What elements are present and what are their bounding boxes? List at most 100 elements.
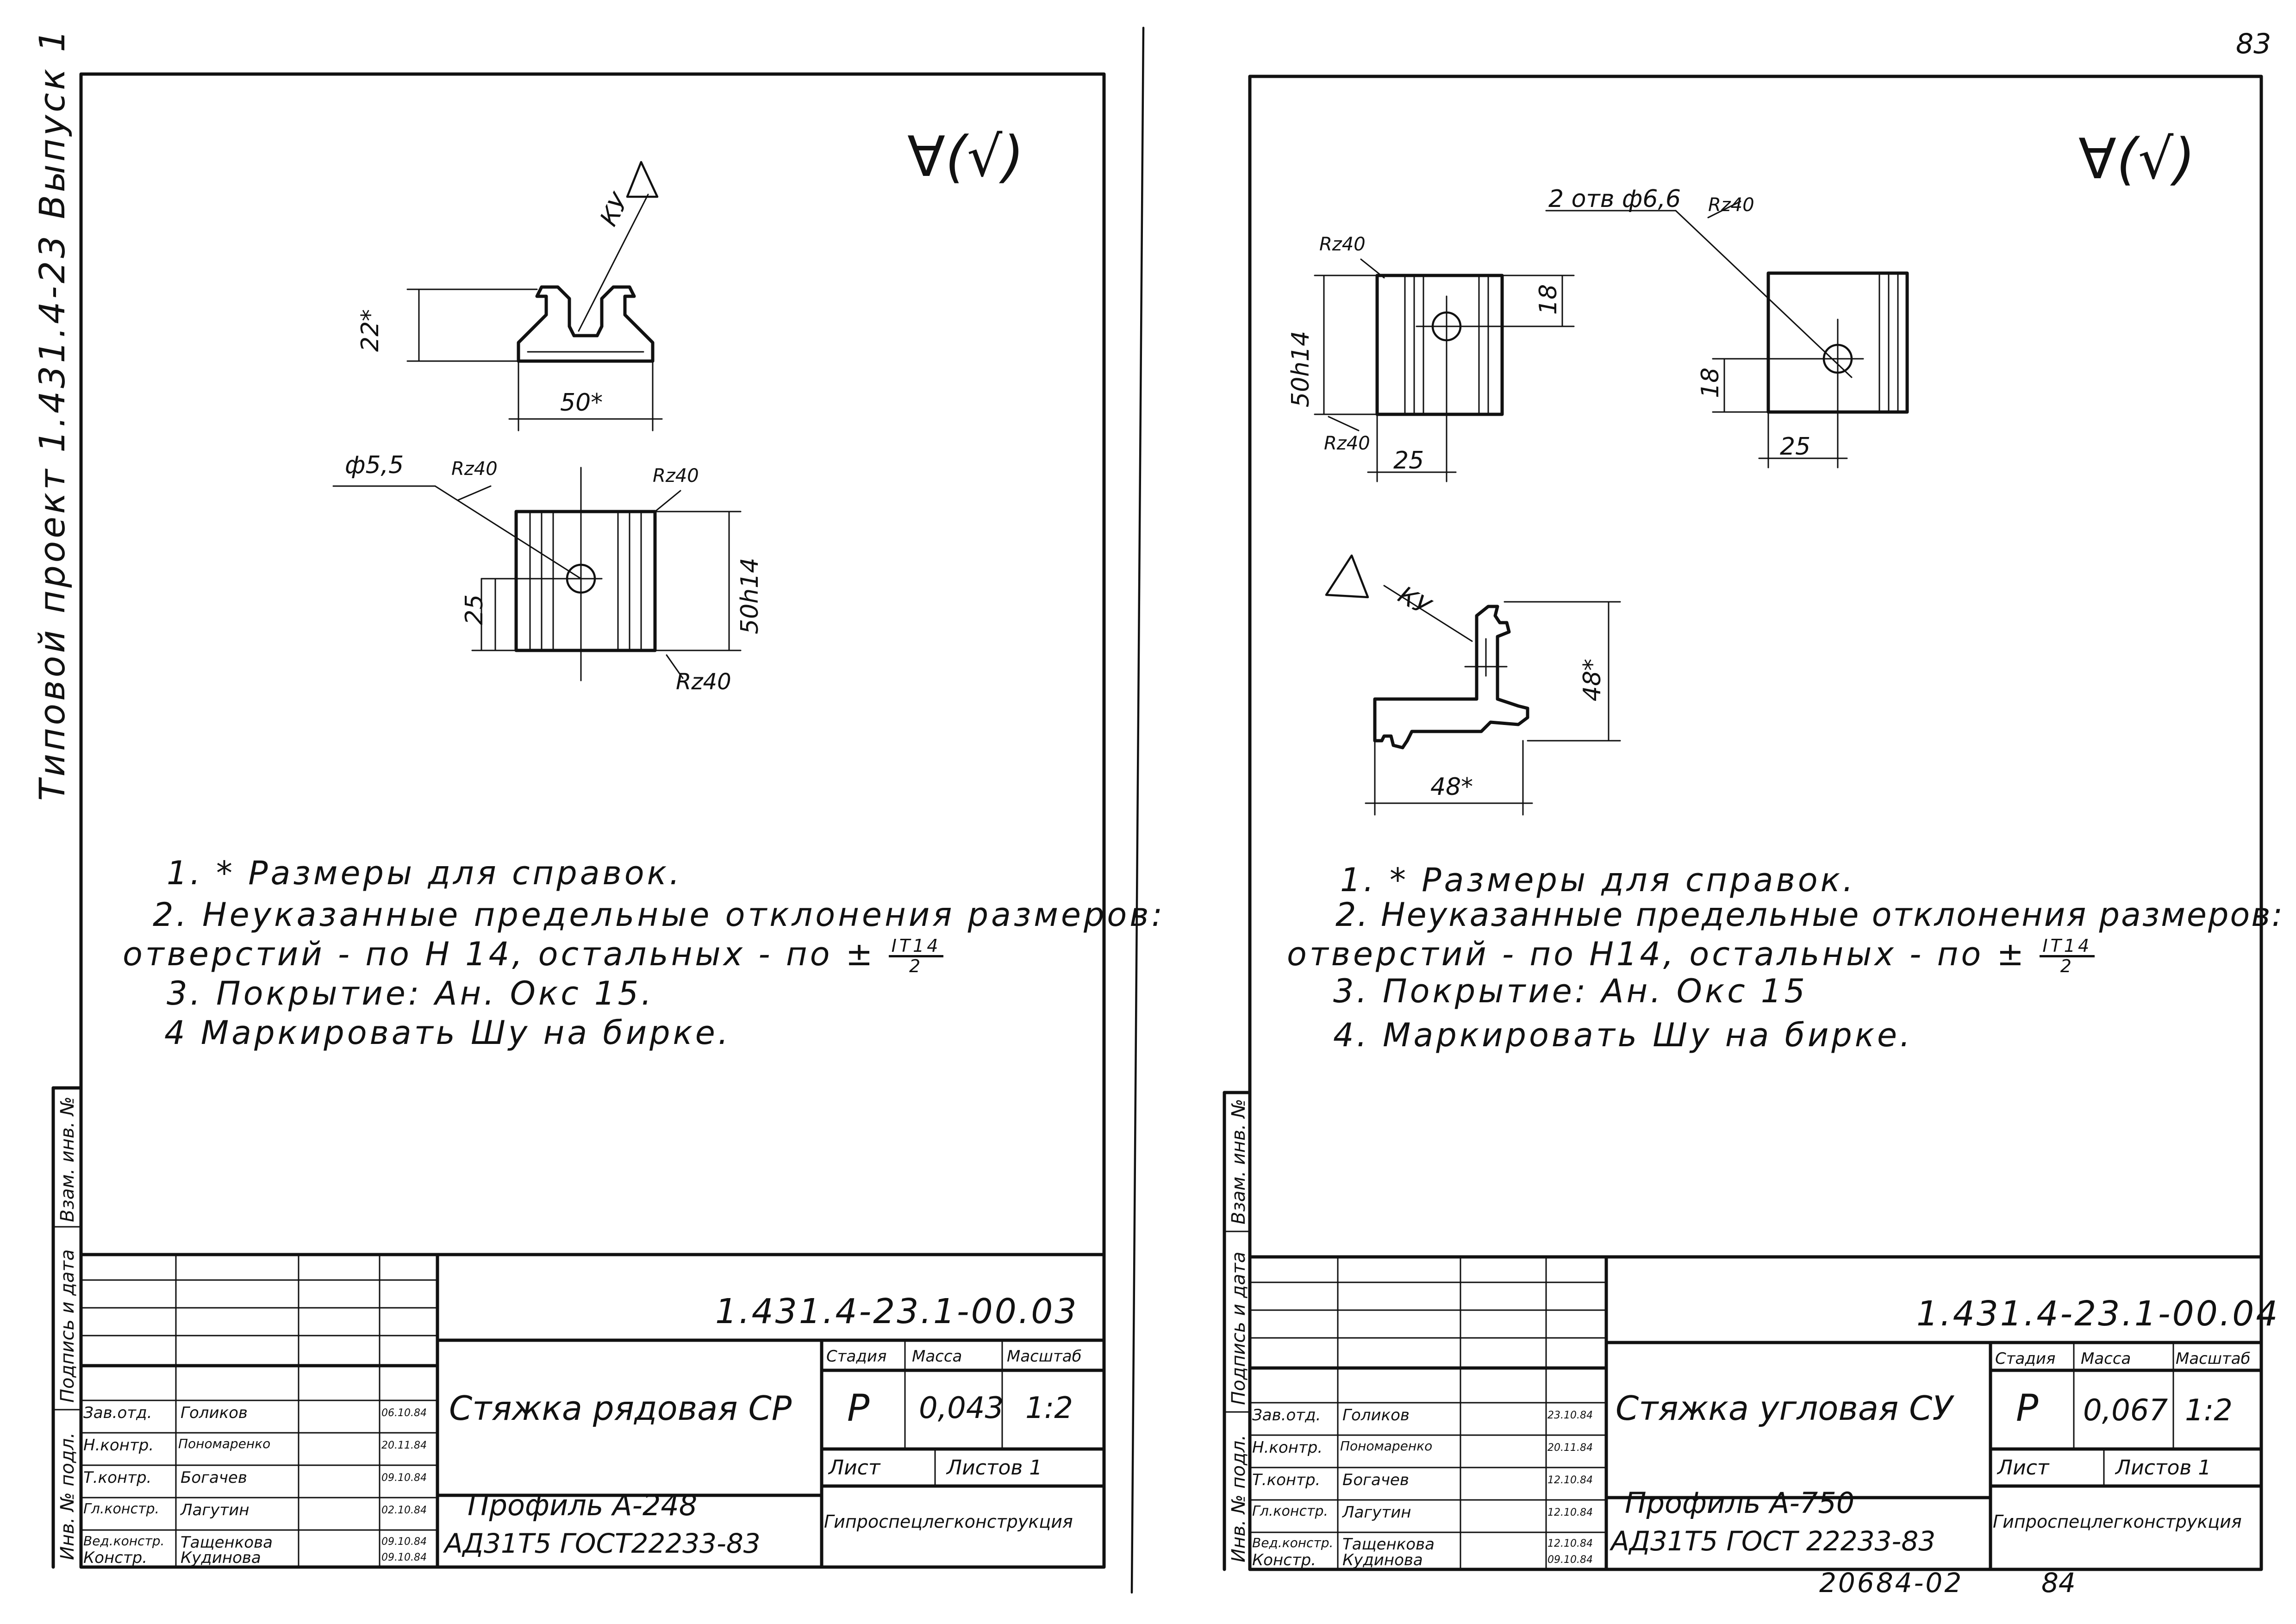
stamp-signature-label: Подпись и дата bbox=[1228, 1251, 1249, 1405]
sheet2-angle-profile bbox=[1325, 554, 1621, 816]
header-sheet: Лист bbox=[1997, 1456, 2049, 1480]
sheet2-title-block-grid bbox=[1248, 1255, 2263, 1571]
staff-name: Лагутин bbox=[1342, 1503, 1411, 1522]
page-number: 83 bbox=[2236, 28, 2271, 60]
dim-width: 50h14 bbox=[736, 557, 764, 634]
note-1: 1. * Размеры для справок. bbox=[1340, 861, 1856, 899]
mass-value: 0,067 bbox=[2083, 1393, 2168, 1428]
stamp-replacement-label: Взам. инв. № bbox=[1228, 1099, 1249, 1224]
rz-top: Rz40 bbox=[653, 465, 699, 487]
rz-hole: Rz40 bbox=[451, 458, 498, 480]
dim-width-ref: 50* bbox=[560, 389, 603, 417]
dim-hole-pos-left: 18 bbox=[1535, 284, 1562, 315]
staff-name: Кудинова bbox=[181, 1549, 261, 1567]
note-3: 3. Покрытие: Ан. Окс 15 bbox=[1333, 972, 1808, 1010]
staff-date: 20.11.84 bbox=[381, 1440, 427, 1451]
part-name: Стяжка рядовая СР bbox=[449, 1389, 792, 1428]
sheet1-plan-view bbox=[332, 467, 742, 681]
staff-role: Зав.отд. bbox=[1252, 1406, 1321, 1424]
staff-role: Н.контр. bbox=[1252, 1438, 1323, 1457]
roughness-mark: ∀(√) bbox=[2078, 127, 2196, 192]
staff-role: Гл.констр. bbox=[83, 1501, 160, 1517]
note-3: 3. Покрытие: Ан. Окс 15. bbox=[167, 974, 655, 1012]
staff-role: Гл.констр. bbox=[1252, 1503, 1329, 1519]
note-1: 1. * Размеры для справок. bbox=[167, 854, 683, 892]
dim-hole: ф5,5 bbox=[345, 451, 404, 479]
material-profile: Профиль А-750 bbox=[1625, 1486, 1855, 1520]
sheet2-right-plan-view bbox=[1545, 200, 1909, 468]
staff-role: Констр. bbox=[1252, 1551, 1316, 1569]
staff-name: Богачев bbox=[181, 1468, 247, 1487]
rz-bottom: Rz40 bbox=[1324, 433, 1370, 454]
designation: 1.431.4-23.1-00.03 bbox=[715, 1292, 1079, 1331]
staff-date: 02.10.84 bbox=[381, 1505, 427, 1516]
sheet1-title-block-grid bbox=[79, 1253, 1106, 1569]
stage-value: Р bbox=[2016, 1387, 2039, 1430]
staff-name: Тащенкова bbox=[181, 1533, 273, 1552]
material-spec: АД31Т5 ГОСТ 22233-83 bbox=[1611, 1525, 1936, 1557]
header-mass: Масса bbox=[2081, 1349, 2131, 1368]
staff-role: Т.контр. bbox=[1252, 1471, 1321, 1489]
staff-date: 23.10.84 bbox=[1547, 1410, 1593, 1421]
rz-bottom: Rz40 bbox=[676, 669, 731, 695]
staff-date: 06.10.84 bbox=[381, 1407, 427, 1419]
sheet-divider-line bbox=[1130, 26, 1145, 1594]
header-mass: Масса bbox=[912, 1347, 962, 1366]
note-2-continued: отверстий - по Н14, остальных - по ± IT1… bbox=[1287, 935, 2095, 976]
staff-date: 12.10.84 bbox=[1547, 1507, 1593, 1518]
note-2: 2. Неуказанные предельные отклонения раз… bbox=[153, 896, 1166, 934]
note-4: 4. Маркировать Шу на бирке. bbox=[1333, 1016, 1913, 1054]
staff-role: Т.контр. bbox=[83, 1468, 152, 1487]
staff-name: Кудинова bbox=[1342, 1551, 1423, 1569]
staff-name: Тащенкова bbox=[1342, 1535, 1435, 1554]
staff-date: 09.10.84 bbox=[381, 1536, 427, 1548]
staff-name: Голиков bbox=[1342, 1406, 1410, 1424]
material-profile: Профиль А-248 bbox=[468, 1488, 698, 1522]
stamp-inventory-label: Инв. № подл. bbox=[1228, 1435, 1249, 1562]
rz-top: Rz40 bbox=[1319, 234, 1366, 255]
sheet2-frame bbox=[1248, 75, 2263, 1571]
staff-date: 12.10.84 bbox=[1547, 1538, 1593, 1549]
rz-holes: Rz40 bbox=[1708, 194, 1754, 216]
dim-height-ref: 22* bbox=[356, 309, 384, 352]
header-sheets: Листов 1 bbox=[947, 1456, 1042, 1480]
staff-name: Лагутин bbox=[181, 1501, 250, 1519]
stamp-signature-label: Подпись и дата bbox=[57, 1249, 78, 1403]
staff-role: Н.контр. bbox=[83, 1436, 154, 1455]
staff-role: Вед.констр. bbox=[1252, 1535, 1334, 1550]
header-scale: Масштаб bbox=[1007, 1347, 1082, 1366]
staff-role: Констр. bbox=[83, 1549, 148, 1567]
header-sheet: Лист bbox=[829, 1456, 880, 1480]
sheet1-frame bbox=[79, 72, 1106, 1569]
header-sheets: Листов 1 bbox=[2115, 1456, 2211, 1480]
scale-value: 1:2 bbox=[1025, 1391, 1073, 1425]
organization: Гипроспецлегконструкция bbox=[824, 1512, 1073, 1532]
stage-value: Р bbox=[847, 1387, 870, 1430]
dim-width-ref: 48* bbox=[1430, 773, 1473, 801]
organization: Гипроспецлегконструкция bbox=[1993, 1512, 2242, 1532]
dim-offset: 25 bbox=[461, 594, 488, 625]
dim-offset-right: 25 bbox=[1780, 433, 1811, 461]
staff-date: 09.10.84 bbox=[381, 1472, 427, 1484]
stamp-replacement-label: Взам. инв. № bbox=[57, 1096, 78, 1222]
note-2-continued: отверстий - по Н 14, остальных - по ± IT… bbox=[123, 935, 944, 976]
staff-name: Голиков bbox=[181, 1404, 248, 1422]
material-spec: АД31Т5 ГОСТ22233-83 bbox=[444, 1528, 761, 1559]
archive-number: 20684-02 bbox=[1819, 1567, 1964, 1599]
header-stage: Стадия bbox=[1995, 1349, 2056, 1368]
stamp-inventory-label: Инв. № подл. bbox=[57, 1432, 78, 1560]
mass-value: 0,043 bbox=[919, 1391, 1004, 1425]
staff-name: Пономаренко bbox=[1340, 1438, 1433, 1454]
staff-role: Зав.отд. bbox=[83, 1404, 152, 1422]
designation: 1.431.4-23.1-00.04 bbox=[1916, 1294, 2280, 1334]
sheet2-left-plan-view bbox=[1314, 258, 1575, 482]
roughness-mark: ∀(√) bbox=[907, 125, 1024, 189]
part-name: Стяжка угловая СУ bbox=[1616, 1389, 1953, 1428]
header-stage: Стадия bbox=[826, 1347, 887, 1366]
staff-name: Богачев bbox=[1342, 1471, 1409, 1489]
header-scale: Масштаб bbox=[2176, 1349, 2251, 1368]
staff-date: 09.10.84 bbox=[381, 1552, 427, 1563]
note-2: 2. Неуказанные предельные отклонения раз… bbox=[1335, 896, 2284, 934]
